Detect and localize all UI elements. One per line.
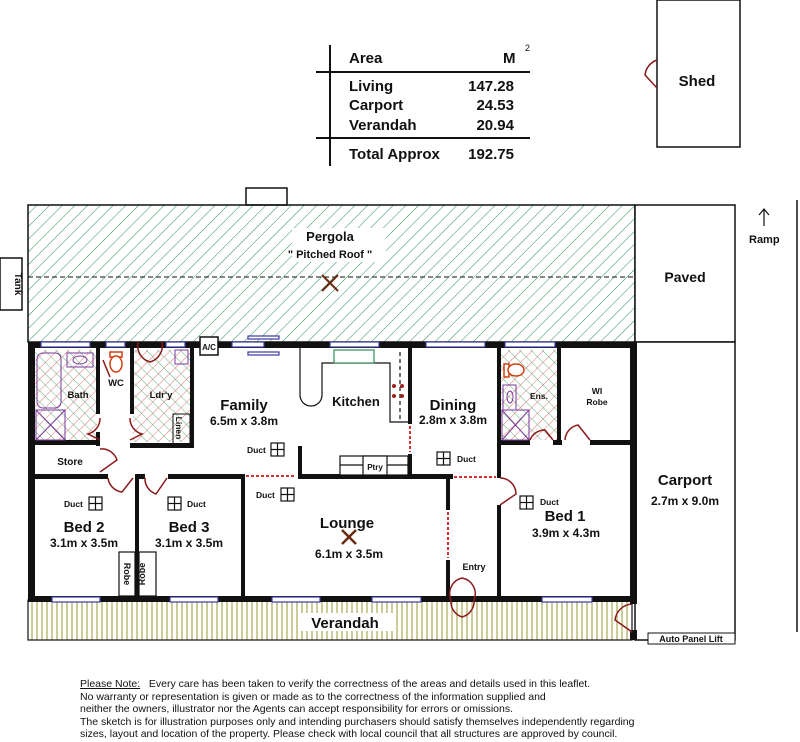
open-walls — [246, 426, 496, 558]
duct-label: Duct — [457, 454, 476, 464]
bath-floor — [35, 350, 97, 442]
linen-label: Linen — [174, 417, 184, 440]
area-row-label: Carport — [349, 97, 403, 114]
dining-label: Dining — [430, 397, 477, 414]
note-line: Every care has been taken to verify the … — [148, 678, 591, 690]
tank: Tank — [0, 257, 23, 311]
verandah-label: Verandah — [311, 615, 379, 632]
room-labels: Bath WC Ldr'y Linen Family 6.5m x 3.8m K… — [50, 378, 608, 585]
laundry-floor — [133, 350, 190, 442]
area-header: Area — [349, 50, 383, 67]
bed3-label: Bed 3 — [169, 519, 210, 536]
dining-size: 2.8m x 3.8m — [419, 413, 487, 427]
bed2-size: 3.1m x 3.5m — [50, 536, 118, 550]
pergola-note: " Pitched Roof " — [288, 249, 372, 261]
note-line: The sketch is for illustration purposes … — [80, 715, 635, 728]
fixtures — [35, 349, 530, 445]
roof-vent — [245, 187, 288, 206]
family-size: 6.5m x 3.8m — [210, 414, 278, 428]
pergola: Pergola " Pitched Roof " — [27, 204, 636, 343]
ramp: Ramp — [749, 200, 798, 632]
laundry-label: Ldr'y — [150, 390, 174, 401]
basin-icon — [66, 352, 94, 368]
duct-label: Duct — [187, 499, 206, 509]
store-label: Store — [57, 457, 83, 468]
door-icon — [614, 603, 633, 633]
stove-icon — [333, 349, 375, 364]
ensuite-label: Ens. — [530, 391, 548, 401]
paved-area — [634, 204, 736, 343]
area-table: Area M 2 Living 147.28 Carport 24.53 Ver… — [316, 43, 530, 166]
area-row-label: Verandah — [349, 117, 417, 134]
carport-label: Carport — [658, 472, 712, 489]
wi-robe-label: Robe — [586, 397, 608, 407]
paved-label: Paved — [664, 269, 705, 285]
wi-robe-label: WI — [592, 386, 602, 396]
bed2-label: Bed 2 — [64, 519, 105, 536]
wc-label: WC — [108, 378, 124, 389]
sink-icon — [174, 349, 189, 365]
duct-label: Duct — [247, 445, 266, 455]
carport-size: 2.7m x 9.0m — [651, 494, 719, 508]
door-swings — [85, 341, 591, 618]
family-label: Family — [220, 397, 268, 414]
bed1-label: Bed 1 — [545, 508, 586, 525]
lounge-size: 6.1m x 3.5m — [315, 547, 383, 561]
area-unit-sup: 2 — [525, 43, 530, 53]
pergola-label: Pergola — [306, 229, 354, 244]
bed1-size: 3.9m x 4.3m — [532, 526, 600, 540]
ceiling-fan-icon — [321, 274, 339, 292]
pantry-label: Ptry — [367, 463, 383, 472]
area-row-value: 20.94 — [476, 117, 514, 134]
arrow-up-icon — [758, 208, 770, 216]
ceiling-fan-icon — [341, 529, 357, 545]
area-row-label: Living — [349, 78, 393, 95]
ac-label: A/C — [202, 343, 216, 352]
bathtub-icon — [36, 352, 62, 409]
bath-label: Bath — [67, 390, 88, 401]
toilet-icon — [109, 351, 525, 378]
area-total-value: 192.75 — [468, 146, 514, 163]
bed3-size: 3.1m x 3.5m — [155, 536, 223, 550]
note-heading: Please Note: — [80, 678, 141, 690]
robe-label: Robe — [137, 563, 147, 586]
kitchen-fixtures — [299, 348, 409, 476]
shower-icon — [35, 409, 66, 441]
shed: Shed — [644, 0, 741, 148]
entry-label: Entry — [462, 562, 485, 572]
ac-unit — [199, 336, 219, 356]
disclaimer-note: Please Note: Every care has been taken t… — [80, 678, 780, 741]
shed-label: Shed — [679, 73, 716, 90]
lounge-label: Lounge — [320, 515, 374, 532]
area-row-value: 147.28 — [468, 78, 514, 95]
note-line: sizes, layout and location of the proper… — [80, 728, 618, 741]
robe-label: Robe — [122, 563, 132, 586]
ramp-label: Ramp — [749, 234, 780, 246]
note-line: No warranty or representation is given o… — [80, 690, 546, 703]
shower-icon — [501, 409, 530, 441]
kitchen-label: Kitchen — [332, 394, 380, 409]
duct-label: Duct — [256, 490, 275, 500]
note-line: neither the owners, illustrator nor the … — [80, 703, 514, 716]
auto-panel-lift-label: Auto Panel Lift — [659, 634, 723, 644]
duct-label: Duct — [64, 499, 83, 509]
carport — [634, 341, 736, 641]
area-row-value: 24.53 — [476, 97, 514, 114]
duct-label: Duct — [540, 497, 559, 507]
tank-label: Tank — [12, 273, 23, 296]
area-total-label: Total Approx — [349, 146, 440, 163]
area-unit: M — [503, 50, 516, 67]
windows — [40, 335, 593, 603]
duct-icon — [88, 442, 534, 511]
